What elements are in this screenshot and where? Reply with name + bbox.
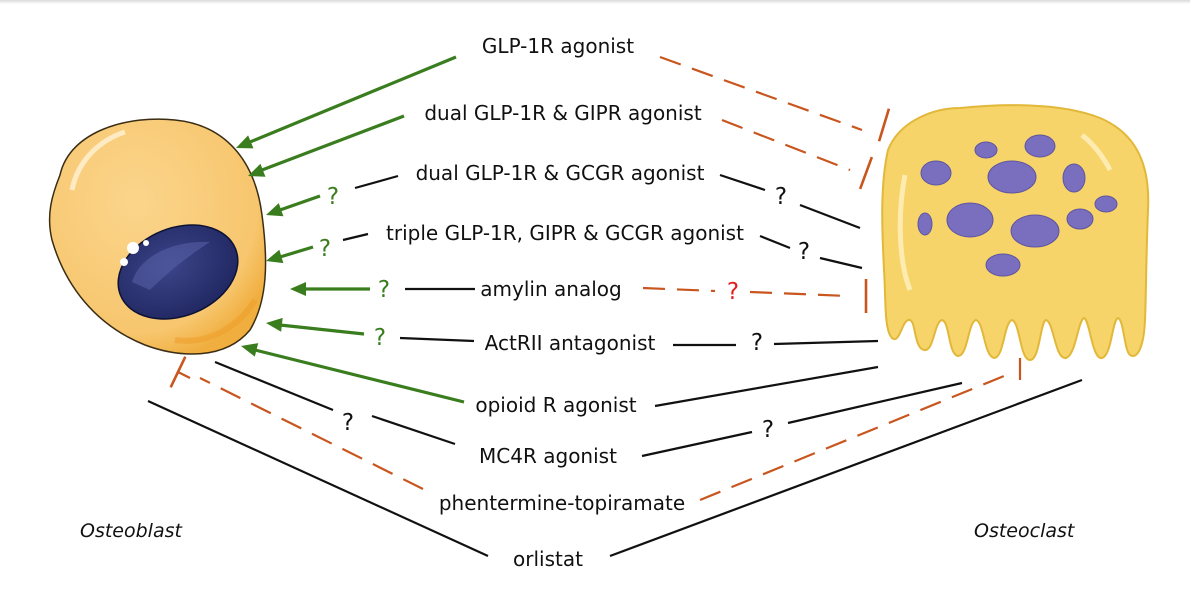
connector-mc4r-osteoblast-b bbox=[214, 360, 334, 412]
connector-mc4r-osteoclast-a bbox=[641, 430, 753, 458]
inhibit-bar-icon bbox=[858, 156, 874, 190]
arrowhead-icon bbox=[248, 163, 266, 177]
drug-label-mc4r-agonist: MC4R agonist bbox=[479, 444, 617, 468]
arrowhead-icon bbox=[266, 317, 283, 332]
connector-orlistat-osteoblast bbox=[147, 399, 489, 558]
stimulate-arrow-actrii-osteoblast bbox=[279, 323, 365, 336]
inhibit-line-amylin-osteoclast-b bbox=[749, 290, 849, 298]
connector-actrii-osteoclast-b bbox=[773, 339, 879, 346]
inhibit-line-dual-gipr-osteoclast bbox=[721, 118, 851, 172]
connector-triple-osteoclast-a bbox=[759, 234, 791, 250]
osteoblast-highlight bbox=[69, 129, 126, 191]
question-mark: ? bbox=[374, 325, 386, 351]
connector-actrii-osteoblast bbox=[399, 336, 475, 343]
osteoclast-nucleus bbox=[985, 253, 1021, 277]
question-mark: ? bbox=[751, 330, 763, 356]
osteoclast-nucleus bbox=[1066, 208, 1094, 230]
osteoclast-highlight bbox=[1080, 133, 1113, 172]
connector-opioid-osteoclast bbox=[654, 365, 879, 408]
drug-label-triple-agonist: triple GLP-1R, GIPR & GCGR agonist bbox=[386, 221, 744, 245]
drug-label-amylin-analog: amylin analog bbox=[480, 277, 621, 301]
connector-triple-osteoblast bbox=[342, 232, 369, 242]
connector-dual-gcgr-osteoblast bbox=[354, 174, 399, 190]
drug-label-phentermine-topiramate: phentermine-topiramate bbox=[439, 491, 685, 515]
drug-label-opioid-r-agonist: opioid R agonist bbox=[475, 393, 636, 417]
top-edge-shadow bbox=[0, 0, 1190, 4]
inhibit-line-glp1r-osteoclast bbox=[659, 55, 863, 132]
osteoblast-label: Osteoblast bbox=[80, 520, 183, 542]
osteoclast-label: Osteoclast bbox=[974, 520, 1076, 542]
question-mark: ? bbox=[327, 184, 339, 210]
drug-label-actrii-antagonist: ActRII antagonist bbox=[485, 331, 656, 355]
inhibit-line-phentermine-osteoclast bbox=[699, 374, 1005, 502]
question-mark: ? bbox=[775, 184, 787, 210]
stimulate-arrow-dual-gipr-osteoblast bbox=[261, 114, 405, 172]
stimulate-arrow-glp1r-osteoblast bbox=[249, 55, 457, 144]
osteoclast-nucleus bbox=[1010, 214, 1060, 248]
connector-dual-gcgr-osteoclast-b bbox=[799, 203, 861, 230]
stimulate-arrow-dual-gcgr-osteoblast bbox=[279, 194, 321, 212]
inhibit-line-phentermine-osteoblast bbox=[199, 377, 424, 490]
osteoblast-cell bbox=[48, 118, 267, 355]
drug-label-dual-glp1r-gipr: dual GLP-1R & GIPR agonist bbox=[424, 101, 702, 125]
arrowhead-icon bbox=[236, 135, 254, 149]
question-mark: ? bbox=[378, 277, 390, 303]
inhibit-bar-icon bbox=[877, 108, 891, 142]
arrowhead-icon bbox=[241, 343, 259, 357]
inhibit-line-amylin-osteoclast-a bbox=[642, 286, 716, 293]
osteoclast-nucleus bbox=[1062, 163, 1086, 193]
nucleolus-dot bbox=[127, 242, 139, 254]
osteoclast-nucleus bbox=[946, 202, 994, 238]
question-mark: ? bbox=[762, 417, 774, 443]
drug-label-dual-glp1r-gcgr: dual GLP-1R & GCGR agonist bbox=[416, 161, 705, 185]
nucleus-shine bbox=[132, 241, 210, 290]
osteoclast-nuclei bbox=[917, 134, 1118, 277]
connector-dual-gcgr-osteoclast-a bbox=[719, 173, 766, 192]
question-mark: ? bbox=[798, 239, 810, 265]
osteoblast-shading bbox=[174, 298, 258, 344]
osteoclast-nucleus bbox=[917, 212, 933, 236]
connector-mc4r-osteoblast-a bbox=[371, 414, 456, 446]
arrowhead-icon bbox=[266, 249, 284, 264]
osteoblast-nucleus bbox=[117, 224, 239, 320]
inhibit-stub bbox=[177, 371, 191, 379]
arrowhead-icon bbox=[266, 203, 284, 217]
drug-labels: GLP-1R agonist dual GLP-1R & GIPR agonis… bbox=[386, 34, 744, 571]
stimulate-arrow-opioid-osteoblast bbox=[254, 348, 465, 404]
osteoclast-nucleus bbox=[1094, 195, 1118, 213]
osteoclast-nucleus bbox=[1024, 134, 1056, 158]
connector-triple-osteoclast-b bbox=[819, 256, 863, 270]
drug-label-orlistat: orlistat bbox=[513, 547, 583, 571]
osteoclast-cell bbox=[881, 104, 1150, 362]
osteoclast-highlight bbox=[897, 174, 913, 291]
osteoclast-nucleus bbox=[987, 160, 1037, 194]
nucleolus-dot bbox=[120, 258, 128, 266]
osteoclast-nucleus bbox=[920, 160, 952, 186]
stimulate-arrow-triple-osteoblast bbox=[279, 245, 314, 259]
question-mark-red: ? bbox=[727, 279, 739, 305]
question-mark: ? bbox=[342, 410, 354, 436]
nucleolus-dot bbox=[143, 240, 149, 246]
arrowhead-icon bbox=[290, 282, 306, 296]
osteoclast-nucleus bbox=[974, 141, 998, 159]
connector-layer: ?????????? bbox=[147, 55, 1083, 558]
connector-mc4r-osteoclast-b bbox=[787, 381, 963, 425]
question-mark: ? bbox=[319, 236, 331, 262]
drug-label-glp1r: GLP-1R agonist bbox=[482, 34, 634, 58]
connector-orlistat-osteoclast bbox=[609, 378, 1083, 558]
